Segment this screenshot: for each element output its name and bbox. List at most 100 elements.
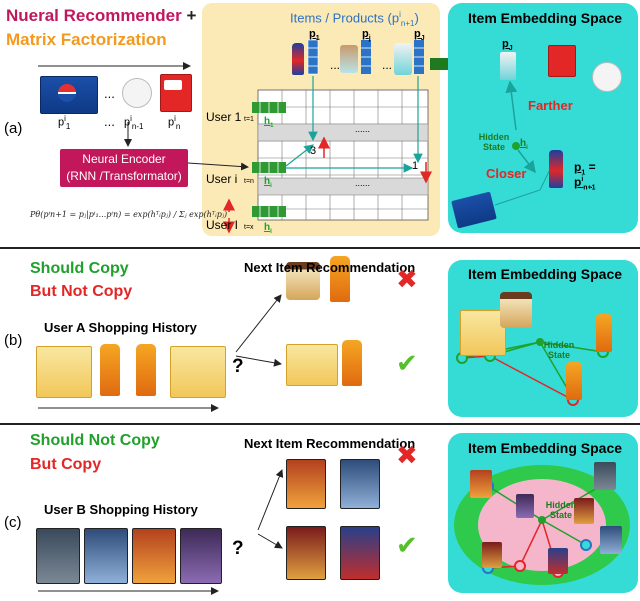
- panel-b-check-icon: ✔: [396, 348, 418, 378]
- panel-b-cross-icon: ✖: [396, 264, 418, 294]
- encoder-line-2: (RNN /Transformator): [66, 169, 182, 183]
- encoder-line-1: Neural Encoder: [82, 152, 166, 166]
- neural-encoder-box: [60, 149, 188, 187]
- user-i-label: User i: [206, 172, 238, 186]
- embed-pJ-label: pJ: [502, 38, 513, 52]
- panel-b-history-title: User A Shopping History: [44, 320, 197, 335]
- items-dots: ...: [330, 58, 341, 72]
- rec-juice-bottle-2-image: [342, 340, 362, 386]
- shake-image: [394, 43, 412, 75]
- item-vectors: [307, 39, 424, 75]
- pn1-sup: i: [581, 176, 584, 183]
- cell-value-3: 3: [310, 145, 317, 157]
- rec-dvd-3-image: [286, 526, 326, 580]
- user-1-h-sub: 1: [270, 123, 274, 129]
- juice-bottle-2-image: [136, 344, 156, 396]
- pn1-sub: n+1: [583, 184, 596, 192]
- item-p1-sub: 1: [315, 35, 320, 43]
- rec-dvd-1-image: [286, 459, 326, 509]
- panel-c-should: Should Not Copy: [30, 432, 160, 449]
- p1-eq-sub: 1: [581, 169, 586, 177]
- user-1-time: t=1: [244, 116, 254, 123]
- user-1-label: User 1: [206, 110, 242, 124]
- item-pJ: p: [414, 28, 421, 40]
- panel-c-next-title: Next Item Recommendation: [244, 436, 416, 451]
- panel-b-label: (b): [4, 332, 23, 349]
- embedding-a-title: Item Embedding Space: [468, 10, 623, 26]
- embed-dvd-e-image: [574, 498, 594, 524]
- diapers-image: [36, 346, 92, 398]
- embed-juice-2-image: [566, 362, 582, 400]
- panel-b-hidden-state: Hidden State: [543, 340, 575, 360]
- items-header: Items / Products (pin+1): [290, 10, 419, 28]
- item-pj-label: pj: [362, 28, 371, 42]
- panel-c-check-icon: ✔: [396, 530, 418, 560]
- panel-c-hidden-state: Hidden State: [545, 500, 577, 520]
- seq-dots: ...: [104, 86, 115, 101]
- seq-pn-sup: i: [174, 114, 176, 123]
- panel-c-label: (c): [4, 514, 22, 531]
- panel-b-embedding-title: Item Embedding Space: [468, 266, 623, 282]
- seq-pn1-sup: i: [130, 114, 132, 123]
- panel-a-label: (a): [4, 120, 23, 137]
- pn1-label: pin+1: [574, 175, 596, 191]
- items-header-sup: i: [399, 10, 401, 19]
- item-pJ-label: pJ: [414, 28, 425, 42]
- embed-dvd-g-image: [548, 548, 568, 574]
- user-i-time: t=n: [244, 178, 254, 185]
- embed-pJ-sub: J: [508, 45, 513, 53]
- embed-pJ: p: [502, 38, 509, 50]
- embed-h-sub: i: [526, 145, 528, 151]
- juice-bottle-1-image: [100, 344, 120, 396]
- pn1-p: p: [574, 175, 582, 189]
- seq-pn1: p: [124, 116, 131, 129]
- items-dots-2: ...: [382, 58, 393, 72]
- panel-b-should: Should Copy: [30, 260, 129, 277]
- user-i-h: hi: [264, 176, 272, 189]
- pepsi-logo-icon: [58, 84, 76, 102]
- user-I-h-sub: I: [270, 229, 272, 235]
- plate-image: [122, 78, 152, 108]
- soda-bottle-image: [292, 43, 304, 75]
- seq-p1: p: [58, 116, 65, 129]
- user-1-h: h1: [264, 116, 273, 129]
- title-neural-recommender: Nueral Recommender: [6, 6, 182, 25]
- embedding-space-a: [448, 3, 638, 233]
- item-pj: p: [362, 28, 369, 40]
- p1-eq-p: p: [574, 160, 582, 174]
- user-I-label: User I: [206, 218, 239, 232]
- item-pj-sub: j: [368, 35, 371, 43]
- user-I-h: hI: [264, 222, 272, 235]
- embed-diapers-image: [460, 310, 506, 356]
- embed-h-label: hi: [520, 138, 528, 151]
- rec-juice-bottle-image: [330, 256, 350, 302]
- p1-equals-label: p1 =: [574, 160, 596, 176]
- user-i-h-text: h: [264, 176, 271, 187]
- seq-dots-2: ...: [104, 114, 115, 129]
- embed-cups-image: [548, 45, 576, 77]
- embedding-space-b: [448, 260, 638, 417]
- panel-c-history-title: User B Shopping History: [44, 502, 198, 517]
- matrix-dots-1: ......: [355, 124, 371, 134]
- item-p1: p: [309, 28, 316, 40]
- title-line-1: Nueral Recommender +: [6, 6, 196, 26]
- seq-p1-sub: 1: [65, 121, 71, 131]
- item-p1-label: p1: [309, 28, 320, 42]
- dvd-2-image: [84, 528, 128, 584]
- diapers-2-image: [170, 346, 226, 398]
- seq-pn: p: [168, 116, 175, 129]
- title-line-2: Matrix Factorization: [6, 30, 167, 49]
- panel-b-but: But Not Copy: [30, 283, 133, 300]
- panel-b-question: ?: [232, 356, 244, 377]
- hidden-state-a-label: Hidden State: [478, 132, 510, 152]
- embed-dvd-a-image: [470, 470, 492, 498]
- panel-c-but: But Copy: [30, 456, 102, 473]
- user-i-h-sub: i: [270, 183, 272, 189]
- dvd-4-image: [180, 528, 222, 584]
- closer-label: Closer: [486, 166, 527, 181]
- seq-pn1-sub: n-1: [131, 121, 144, 131]
- embed-juice-image: [596, 314, 612, 352]
- p1-eq-equals: =: [585, 160, 596, 174]
- seq-item-n1-label: pin-1: [124, 114, 143, 131]
- panel-c-cross-icon: ✖: [396, 440, 418, 470]
